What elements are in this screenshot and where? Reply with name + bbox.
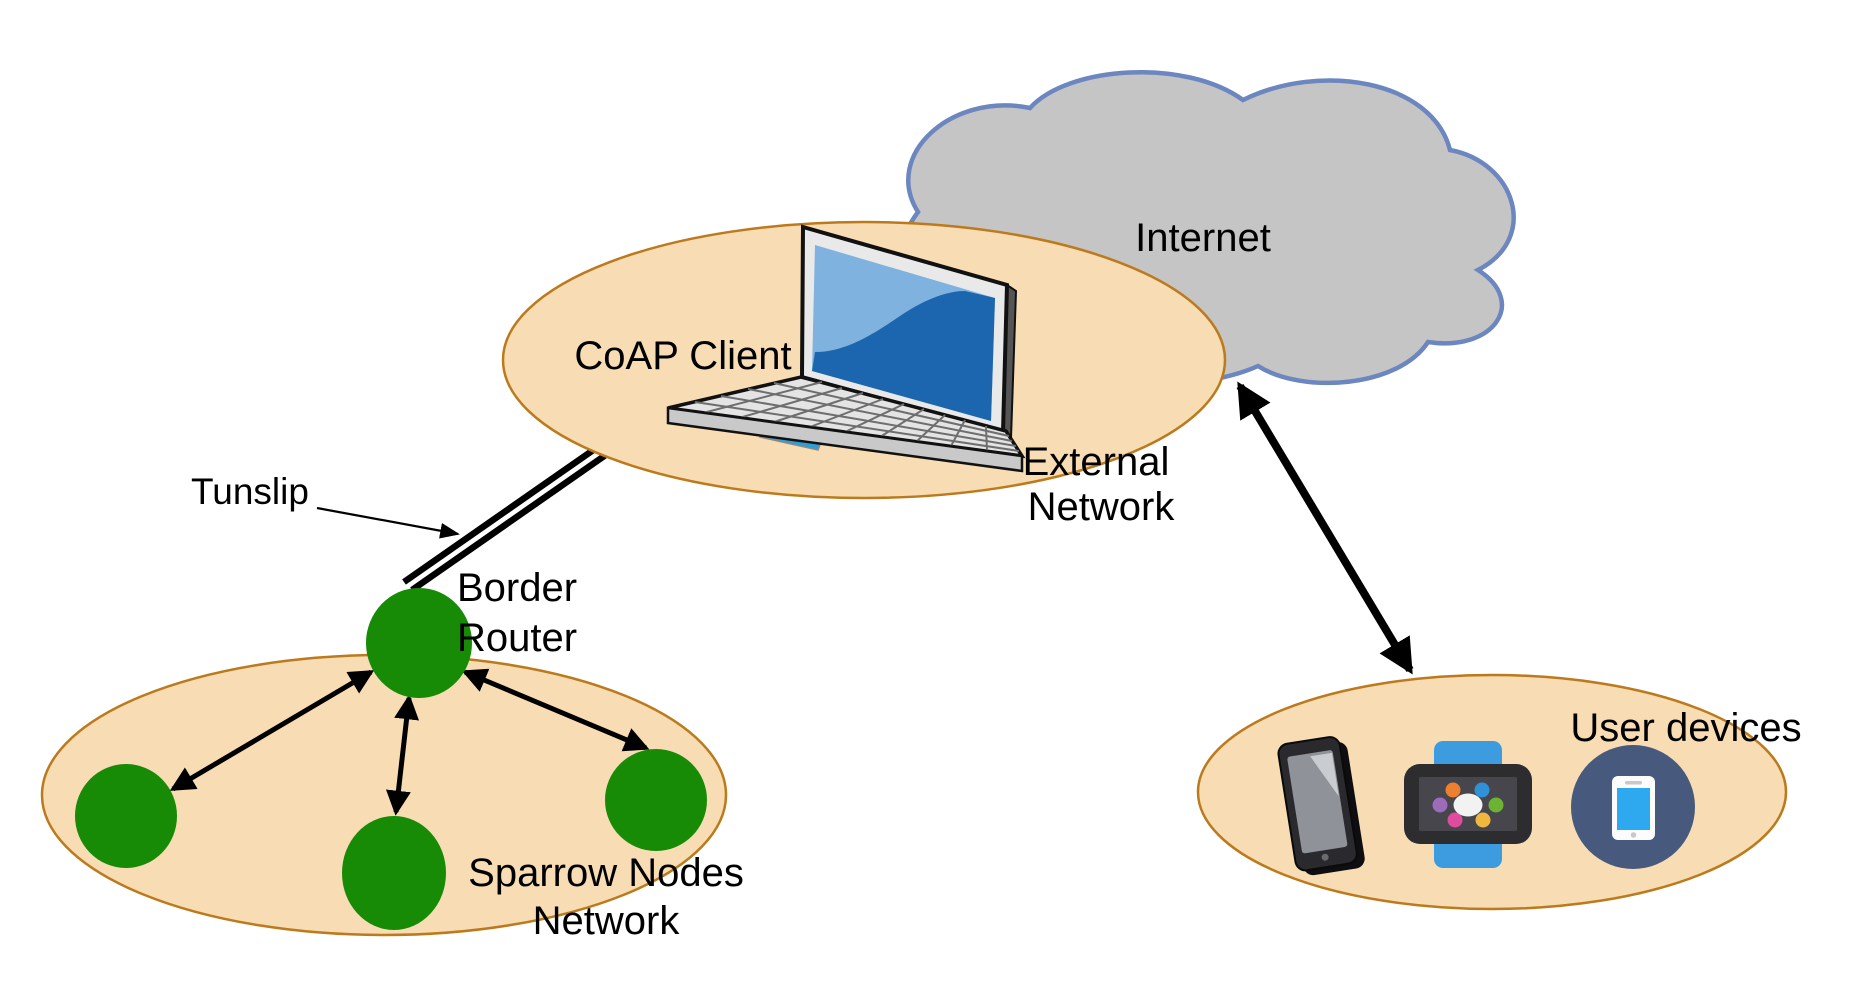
- sparrow-network-label-line1: Sparrow Nodes: [468, 851, 744, 895]
- sparrow-node-left: [75, 764, 177, 868]
- external-network-label-line1: External: [1023, 440, 1170, 484]
- link-router-middle-node: [385, 694, 420, 816]
- tunslip-pointer-arrow: [316, 506, 460, 539]
- link-router-left-node: [169, 669, 375, 792]
- smartphone-icon: [1571, 745, 1695, 869]
- laptop-icon: [666, 224, 1026, 473]
- internet-userdevices-arrow: [1236, 381, 1414, 675]
- smartwatch-icon: [1404, 741, 1532, 868]
- sparrow-network-label-line2: Network: [533, 899, 681, 943]
- router-node-links: [169, 668, 650, 816]
- border-router-node: [366, 588, 472, 698]
- tunslip-label: Tunslip: [191, 471, 309, 512]
- external-network-label-line2: Network: [1028, 485, 1176, 529]
- link-router-right-node: [461, 668, 650, 752]
- tunslip-serial-link: [402, 434, 622, 593]
- internet-label: Internet: [1135, 216, 1271, 260]
- tablet-icon: [1277, 736, 1365, 876]
- border-router-label-line1: Border: [457, 566, 577, 610]
- border-router-label-line2: Router: [457, 616, 577, 660]
- coap-client-label: CoAP Client: [574, 334, 791, 378]
- sparrow-node-middle: [342, 816, 446, 930]
- sparrow-node-right: [605, 749, 707, 851]
- user-devices-label: User devices: [1570, 706, 1801, 750]
